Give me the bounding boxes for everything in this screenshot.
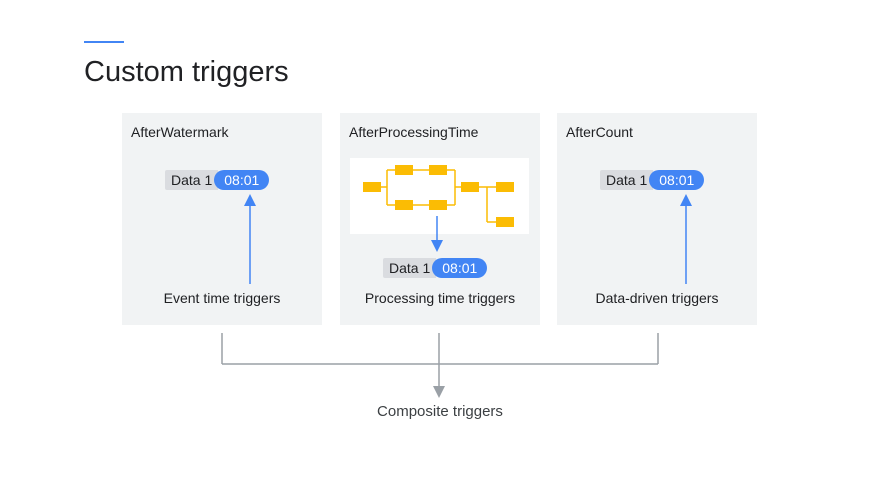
card-title: AfterProcessingTime: [349, 124, 479, 140]
card-title: AfterWatermark: [131, 124, 229, 140]
card-title: AfterCount: [566, 124, 633, 140]
time-badge: 08:01: [649, 170, 705, 190]
pipeline-node: [429, 200, 447, 210]
composite-bracket: [221, 333, 659, 365]
title-accent-bar: [84, 41, 124, 43]
pipeline-node: [363, 182, 381, 192]
pipeline-graphic: [350, 158, 529, 234]
data-pill: Data 1 08:01: [165, 170, 270, 190]
pipeline-node: [395, 200, 413, 210]
slide-title: Custom triggers: [84, 56, 289, 88]
data-pill: Data 1 08:01: [383, 258, 488, 278]
card-caption: Data-driven triggers: [595, 290, 719, 306]
data-label: Data 1: [165, 170, 219, 190]
card-caption: Event time triggers: [163, 290, 281, 306]
data-label: Data 1: [600, 170, 654, 190]
data-label: Data 1: [383, 258, 437, 278]
pipeline-node: [496, 182, 514, 192]
data-pill: Data 1 08:01: [600, 170, 705, 190]
card-caption: Processing time triggers: [364, 290, 516, 306]
pipeline-node: [429, 165, 447, 175]
card-after-count: AfterCount Data 1 08:01 Data-driven trig…: [557, 113, 757, 325]
time-badge: 08:01: [432, 258, 488, 278]
composite-triggers-label: Composite triggers: [377, 403, 503, 420]
pipeline-node: [496, 217, 514, 227]
pipeline-node: [395, 165, 413, 175]
time-badge: 08:01: [214, 170, 270, 190]
pipeline-node: [461, 182, 479, 192]
card-after-watermark: AfterWatermark Data 1 08:01 Event time t…: [122, 113, 322, 325]
